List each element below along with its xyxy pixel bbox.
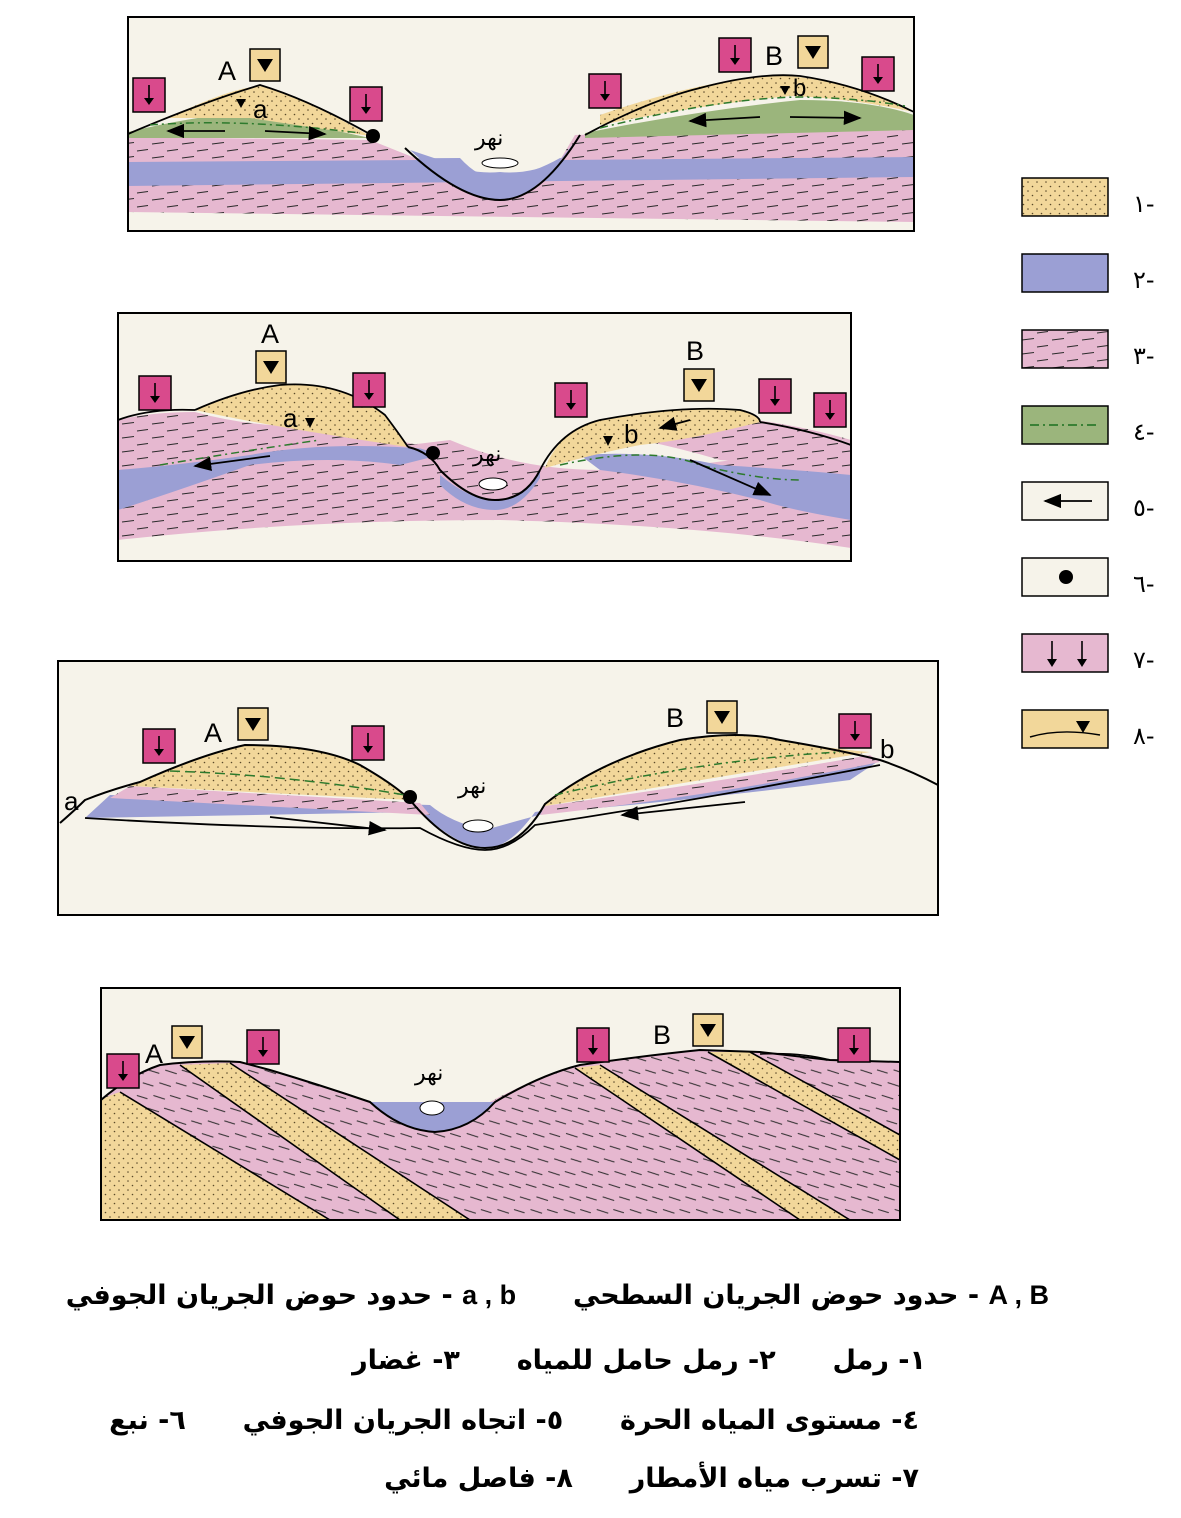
panel3-label-b: b xyxy=(880,734,894,764)
caption-item-2: ٢- رمل حامل للمياه xyxy=(516,1345,776,1376)
caption-ground-basin: - حدود حوض الجريان الجوفي xyxy=(65,1280,453,1311)
panel2-label-a: a xyxy=(283,403,298,433)
panel3-river-label: نهر xyxy=(457,774,486,799)
panel1-label-b: b xyxy=(793,75,806,102)
legend-number-6: ٦- xyxy=(1133,570,1155,598)
panel-4 xyxy=(100,987,901,1221)
panel1-label-B: B xyxy=(765,41,783,71)
panel2-label-A: A xyxy=(261,319,279,349)
legend-number-7: ٧- xyxy=(1133,646,1155,674)
legend-swatch-water-table xyxy=(1021,405,1109,445)
caption-item-8: ٨- فاصل مائي xyxy=(384,1463,573,1494)
caption-item-7: ٧- تسرب مياه الأمطار xyxy=(629,1463,919,1494)
caption-label-ab: a , b xyxy=(462,1280,517,1310)
legend-swatch-water-divide xyxy=(1021,709,1109,749)
legend-number-8: ٨- xyxy=(1133,722,1155,750)
legend xyxy=(1021,177,1109,749)
panel1-label-a: a xyxy=(253,94,268,124)
caption-item-5: ٥- اتجاه الجريان الجوفي xyxy=(242,1405,564,1436)
caption-item-1: ١- رمل xyxy=(832,1345,926,1376)
panel2-label-B: B xyxy=(686,336,704,366)
legend-number-2: ٢- xyxy=(1133,266,1155,294)
legend-number-1: ١- xyxy=(1133,190,1155,218)
legend-swatch-seepage xyxy=(1021,633,1109,673)
panel4-river-label: نهر xyxy=(414,1061,443,1086)
panel1-river-label: نهر xyxy=(474,126,503,151)
caption-line-4: ٧- تسرب مياه الأمطار ٨- فاصل مائي xyxy=(384,1463,919,1494)
legend-number-3: ٣- xyxy=(1133,342,1155,370)
panel-1 xyxy=(127,16,915,232)
panel4-label-A: A xyxy=(145,1039,163,1069)
caption-item-3: ٣- غضار xyxy=(352,1345,460,1376)
panel2-river-label: نهر xyxy=(472,442,501,467)
hydrogeology-diagram: A a B b نهر xyxy=(57,16,1155,1221)
panel-3 xyxy=(57,660,939,916)
caption-item-6: ٦- نبع xyxy=(109,1405,186,1436)
legend-swatch-sand xyxy=(1021,177,1109,217)
panel-2 xyxy=(117,312,852,562)
legend-swatch-clay xyxy=(1021,329,1109,369)
panel1-label-A: A xyxy=(218,56,236,86)
panel3-label-B: B xyxy=(666,703,684,733)
caption-line-2: ١- رمل ٢- رمل حامل للمياه ٣- غضار xyxy=(352,1345,926,1376)
panel3-label-A: A xyxy=(204,718,222,748)
legend-swatch-aquifer xyxy=(1021,253,1109,293)
caption-item-4: ٤- مستوى المياه الحرة xyxy=(620,1405,919,1436)
caption-line-3: ٤- مستوى المياه الحرة ٥- اتجاه الجريان ا… xyxy=(109,1405,919,1436)
panel3-label-a: a xyxy=(64,786,79,816)
panel2-label-b: b xyxy=(624,419,638,449)
legend-number-5: ٥- xyxy=(1133,494,1155,522)
caption-label-AB: A , B xyxy=(988,1280,1050,1310)
panel4-label-B: B xyxy=(653,1020,671,1050)
caption-line-1: A , B - حدود حوض الجريان السطحي a , b - … xyxy=(66,1280,1049,1311)
caption-surface-basin: - حدود حوض الجريان السطحي xyxy=(572,1280,980,1311)
legend-number-4: ٤- xyxy=(1133,418,1155,446)
